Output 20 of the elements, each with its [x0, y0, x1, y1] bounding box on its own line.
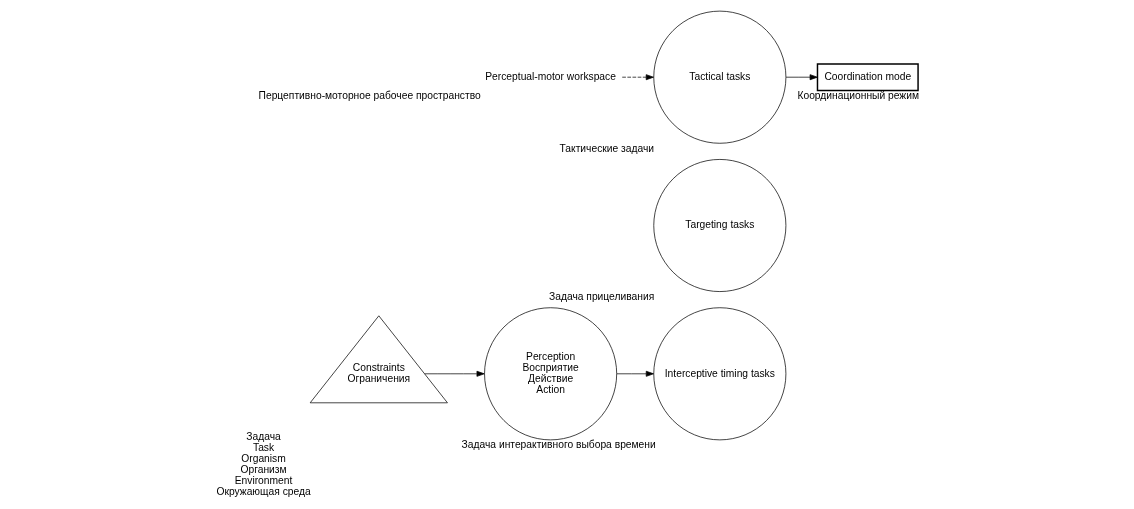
arrow: [616, 370, 654, 377]
node-label: Тактические задачи: [559, 142, 654, 154]
node-label: Окружающая среда: [215, 486, 311, 498]
node-circle: Targeting tasks: [652, 159, 786, 292]
node-label: Environment: [234, 475, 292, 487]
node-label: Организм: [240, 464, 287, 476]
node-circle: Tactical tasks: [652, 10, 786, 144]
node-label: Задача прицеливания: [548, 290, 654, 302]
node-circle: Interceptive timing tasks: [652, 307, 786, 441]
node-label: Перцептивно-моторное рабочее пространство: [258, 89, 481, 101]
node-box: Coordination mode: [816, 63, 919, 92]
node-label: Координационный режим: [796, 89, 919, 101]
arrow: [785, 74, 818, 81]
node-label: Task: [252, 442, 274, 454]
node-label: Organism: [240, 453, 286, 465]
node-label: Задача: [245, 431, 281, 443]
node-label: Задача интерактивного выбора времени: [461, 439, 656, 451]
arrow: [621, 74, 654, 81]
arrow: [423, 370, 485, 377]
node-text: Perceptual-motor workspace: [484, 70, 616, 82]
